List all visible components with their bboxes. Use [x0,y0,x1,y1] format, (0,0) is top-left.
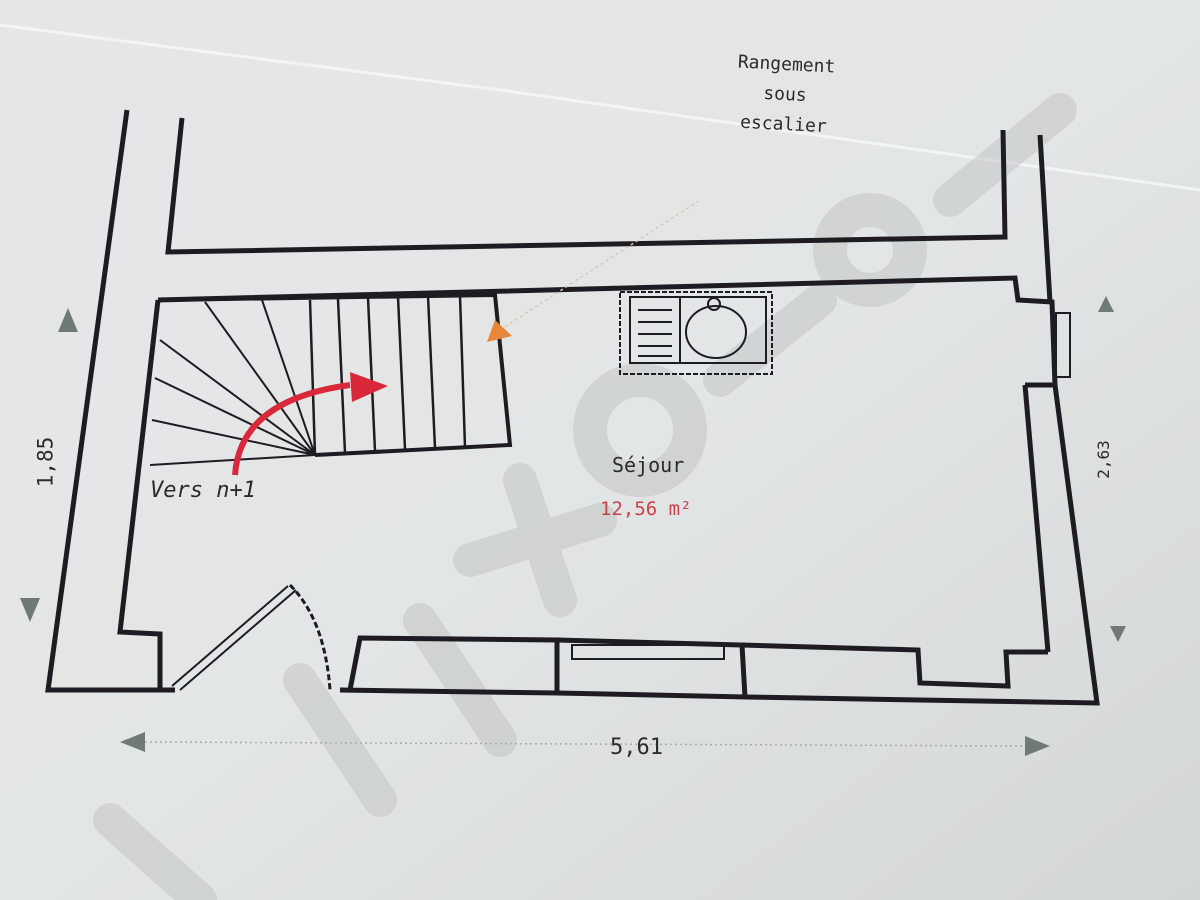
windows [571,312,1071,660]
paper-fold [0,23,1200,192]
sink [619,291,773,375]
stairs-direction-arrow [232,382,351,476]
stairs-label: Vers n+1 [150,478,256,503]
pointer-line [499,199,701,331]
dimension-line-bottom [144,741,1026,747]
room-area: 12,56 m² [600,498,692,520]
dimension-right: 2,63 [1093,440,1113,479]
stairs-arrowhead [350,372,388,402]
dimension-left: 1,85 [33,436,58,488]
dimension-arrows [20,296,1126,756]
door [171,583,332,691]
staircase [149,292,513,466]
room-name: Séjour [612,453,685,477]
pointer-arrowhead [487,320,512,342]
storage-label: Rangement sous escalier [703,46,867,144]
dimension-bottom: 5,61 [610,735,663,760]
walls [45,109,1100,706]
